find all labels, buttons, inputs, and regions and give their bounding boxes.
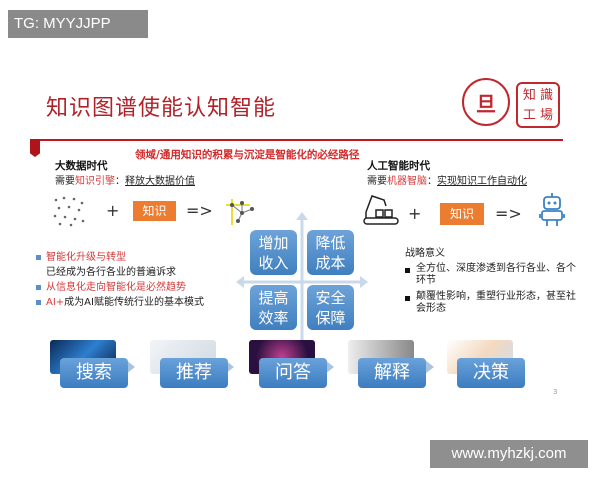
strategy-item: 颠覆性影响，重塑行业形态，甚至社会形态 <box>405 291 585 315</box>
strategy-text: 全方位、深度渗透到各行各业、各个环节 <box>416 263 576 286</box>
slide-subtitle: 领域/通用知识的积累与沉淀是智能化的必经路径 <box>135 149 360 161</box>
quadrant-line: 提高 <box>258 289 289 307</box>
knowledge-box: 知识 <box>133 201 176 221</box>
red-tab-marker <box>30 139 40 157</box>
engine-label: 知识引擎 <box>75 176 115 187</box>
seal-char: 旦 <box>476 92 496 116</box>
flow-step-explain: 解释 <box>358 358 426 388</box>
watermark-label: www.myhzkj.com <box>430 440 588 468</box>
flow-step-recommend: 推荐 <box>160 358 228 388</box>
bullet-text: 成为AI赋能传统行业的基本模式 <box>64 297 204 308</box>
flow-step-search: 搜索 <box>60 358 128 388</box>
flow-arrow-icon <box>126 360 135 374</box>
value-label: 释放大数据价值 <box>125 176 195 187</box>
logo-line1: 知 識 <box>522 88 554 103</box>
quadrant-improve-efficiency: 提高效率 <box>250 285 297 330</box>
right-era-text: 需要机器智脑：实现知识工作自动化 <box>367 172 527 187</box>
quadrant-line: 收入 <box>258 254 289 272</box>
bullet-square-icon <box>36 284 41 290</box>
slide-title: 知识图谱使能认知智能 <box>46 96 277 121</box>
logo-line2: 工 場 <box>522 108 554 123</box>
right-era-heading: 人工智能时代 <box>367 160 430 172</box>
flow-arrow-icon <box>325 360 334 374</box>
need-label: 需要 <box>55 176 75 187</box>
knowledge-works-logo: 知 識工 場 <box>516 82 560 128</box>
strategy-text: 颠覆性影响，重塑行业形态，甚至社会形态 <box>416 291 576 314</box>
bullet-item: AI+成为AI赋能传统行业的基本模式 <box>36 295 204 310</box>
quadrant-line: 保障 <box>315 309 346 327</box>
fudan-seal-logo: 旦 <box>462 78 510 126</box>
quadrant-reduce-cost: 降低成本 <box>307 230 354 275</box>
left-bullets: 智能化升级与转型 已经成为各行各业的普遍诉求 从信息化走向智能化是必然趋势 AI… <box>36 250 204 310</box>
flow-arrow-icon <box>225 360 234 374</box>
quadrant-line: 安全 <box>315 289 346 307</box>
bullet-square-icon <box>36 254 41 260</box>
knowledge-graph-icon <box>226 199 254 225</box>
bullet-item: 从信息化走向智能化是必然趋势 <box>36 280 204 295</box>
flow-step-qa: 问答 <box>259 358 327 388</box>
page-number: 3 <box>553 388 558 396</box>
quadrant-line: 降低 <box>315 234 346 252</box>
bullet-square-icon <box>36 299 41 305</box>
implies-arrow: => <box>495 204 522 223</box>
robot-arm-icon <box>363 195 399 225</box>
quadrant-safety: 安全保障 <box>307 285 354 330</box>
plus-sign: + <box>408 204 422 223</box>
quadrant-line: 成本 <box>315 254 346 272</box>
implies-arrow: => <box>186 201 213 220</box>
colon: ： <box>115 176 125 187</box>
strategy-item: 全方位、深度渗透到各行各业、各个环节 <box>405 263 585 287</box>
left-era-heading: 大数据时代 <box>55 160 108 172</box>
strategy-heading: 战略意义 <box>405 248 445 259</box>
tg-label: TG: MYYJJPP <box>8 10 148 38</box>
bullet-item: 智能化升级与转型 <box>36 250 204 265</box>
flow-arrow-icon <box>425 360 434 374</box>
need-label: 需要 <box>367 176 387 187</box>
bullet-red-text: 智能化升级与转型 <box>46 252 126 263</box>
bullet-square-icon <box>405 268 410 273</box>
robot-icon <box>539 193 565 226</box>
bullet-red-text: AI+ <box>46 297 65 308</box>
flow-step-decision: 决策 <box>457 358 525 388</box>
value-label: 实现知识工作自动化 <box>437 176 527 187</box>
engine-label: 机器智脑 <box>387 176 427 187</box>
bullet-red-text: 从信息化走向智能化是必然趋势 <box>46 282 186 293</box>
bullet-item: 已经成为各行各业的普遍诉求 <box>46 267 176 278</box>
left-era-text: 需要知识引擎：释放大数据价值 <box>55 172 195 187</box>
colon: ： <box>427 176 437 187</box>
strategy-section: 战略意义 全方位、深度渗透到各行各业、各个环节 颠覆性影响，重塑行业形态，甚至社… <box>405 246 585 315</box>
quadrant-line: 效率 <box>258 309 289 327</box>
knowledge-box: 知识 <box>440 203 484 225</box>
quadrant-increase-revenue: 增加收入 <box>250 230 297 275</box>
plus-sign: + <box>106 201 120 220</box>
title-divider <box>30 139 563 141</box>
quadrant-line: 增加 <box>258 234 289 252</box>
scattered-data-icon <box>53 196 85 227</box>
bullet-square-icon <box>405 296 410 301</box>
